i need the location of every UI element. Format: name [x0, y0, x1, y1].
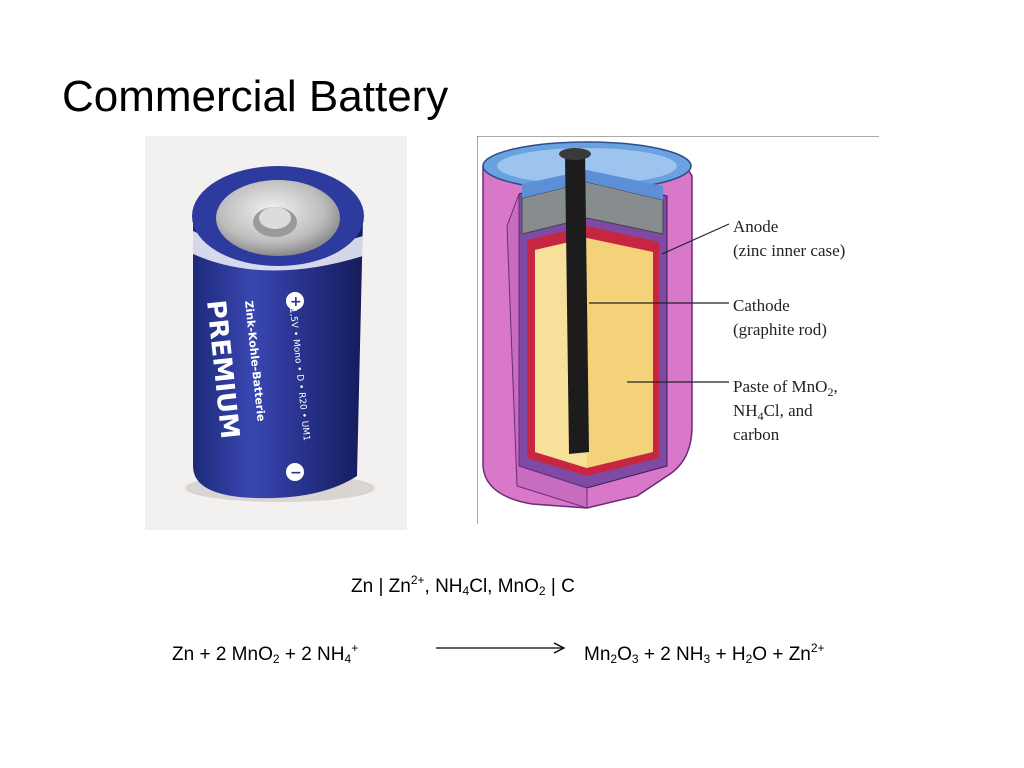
cathode-label: Cathode — [733, 296, 790, 315]
anode-leader-line — [661, 223, 730, 255]
paste-label-line1: Paste of MnO2, — [733, 377, 838, 399]
graphite-rod — [565, 150, 589, 454]
reaction-arrow-icon — [436, 642, 566, 654]
slide-title: Commercial Battery — [62, 72, 449, 121]
anode-sublabel: (zinc inner case) — [733, 241, 845, 260]
battery-cutaway-diagram: Anode (zinc inner case) Cathode (graphit… — [476, 135, 879, 524]
battery-illustration: PREMIUM Zink-Kohle-Batterie 1,5V • Mono … — [185, 166, 375, 502]
paste-label-line3: carbon — [733, 425, 780, 444]
battery-photo: PREMIUM Zink-Kohle-Batterie 1,5V • Mono … — [145, 136, 407, 530]
reaction-reactants: Zn + 2 MnO2 + 2 NH4+ — [172, 641, 359, 666]
cathode-sublabel: (graphite rod) — [733, 320, 827, 339]
cell-notation: Zn | Zn2+, NH4Cl, MnO2 | C — [351, 573, 575, 598]
plus-sign: + — [290, 294, 302, 310]
minus-terminal-icon — [286, 463, 304, 481]
anode-label: Anode — [733, 217, 778, 236]
plus-terminal-icon — [286, 292, 304, 310]
reaction-products: Mn2O3 + 2 NH3 + H2O + Zn2+ — [584, 641, 825, 666]
paste-label-line2: NH4Cl, and — [733, 401, 813, 423]
minus-sign: − — [290, 465, 302, 481]
